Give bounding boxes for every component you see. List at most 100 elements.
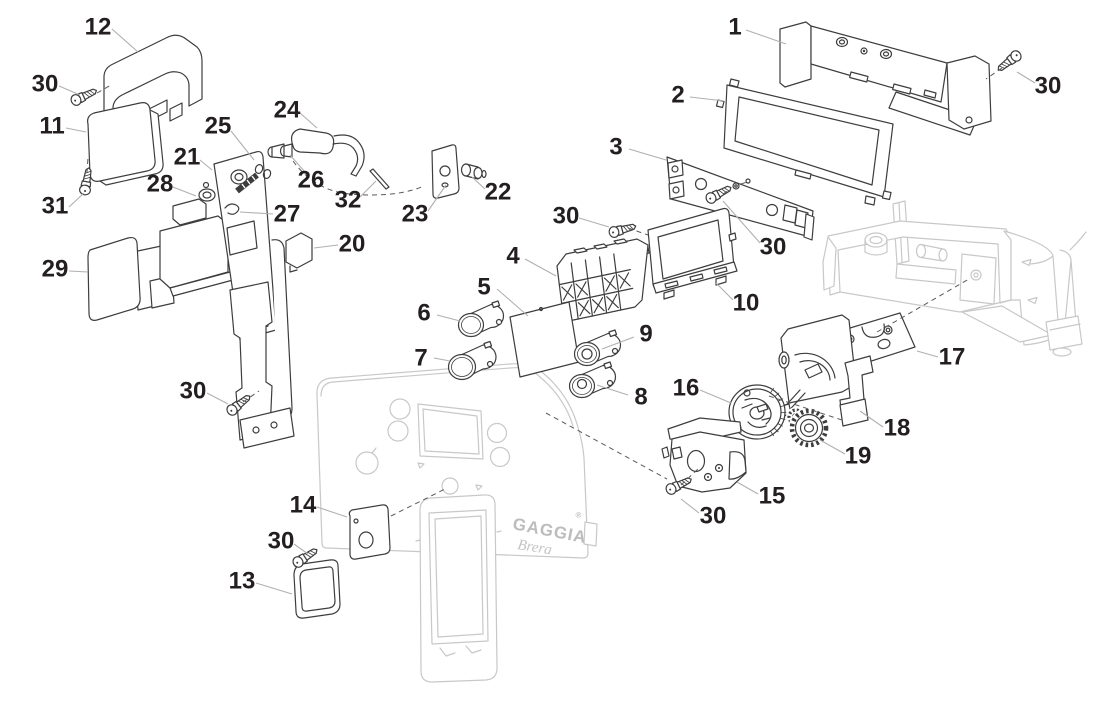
faceplate-display-window [417, 403, 484, 460]
part-number-label: 31 [42, 193, 69, 220]
leader-line [680, 498, 700, 514]
part-number-label: 13 [229, 568, 256, 595]
part-number-label: 10 [733, 290, 760, 317]
part-number-label: 17 [939, 344, 966, 371]
part-22-fitting [460, 163, 487, 180]
part-19-gear [786, 407, 830, 449]
leader-line [68, 270, 89, 273]
part-14-button-base [348, 504, 391, 560]
part-number-label: 21 [174, 144, 201, 171]
leader-line [239, 211, 274, 215]
part-10-display-holder [642, 207, 738, 300]
part-number-label: 16 [673, 375, 700, 402]
leader-line [916, 350, 939, 358]
part-number-label: 30 [553, 203, 580, 230]
part-4-connector-block [557, 239, 648, 322]
brand-registered-mark: ® [575, 510, 583, 520]
leader-line [471, 176, 486, 190]
leader-line [289, 154, 306, 173]
leader-line [596, 384, 629, 396]
part-32-tube [369, 168, 390, 190]
part-2-bezel-frame [715, 78, 894, 206]
part-number-label: 30 [760, 234, 787, 261]
leader-line [496, 288, 529, 317]
part-number-label: 1 [728, 14, 741, 41]
faceplate-button-hole [389, 398, 411, 420]
part-23-plate [431, 144, 460, 199]
leader-line [230, 130, 255, 161]
part-number-label: 30 [180, 378, 207, 405]
part-13-button-cap [293, 559, 341, 619]
part-number-label: 29 [42, 256, 69, 283]
part-28-valve-block [159, 188, 234, 297]
leader-line [628, 148, 667, 161]
part-number-label: 30 [700, 503, 727, 530]
part-5-display [509, 301, 580, 378]
leader-line [65, 127, 87, 133]
leader-line [524, 258, 557, 277]
screws [68, 48, 1024, 570]
part-number-label: 24 [274, 97, 301, 124]
leader-line [722, 200, 761, 244]
leader-line [859, 410, 884, 428]
leader-line [1016, 71, 1036, 84]
part-6-button [457, 300, 505, 338]
leader-line [359, 180, 377, 198]
part-number-label: 27 [274, 201, 301, 228]
part-20-bracket [285, 232, 313, 273]
leader-line [578, 217, 610, 228]
leader-line [699, 389, 732, 404]
leader-line [255, 582, 293, 595]
part-number-label: 7 [414, 345, 427, 372]
part-number-label: 23 [402, 201, 429, 228]
brand-model-text: Brera [516, 537, 553, 558]
part-15-support-bracket [661, 417, 747, 493]
part-24-hose [267, 128, 365, 177]
faceplate-knob-hole [355, 451, 379, 475]
leader-line [206, 392, 229, 405]
leader-line [68, 192, 85, 208]
part-3-control-board [666, 156, 815, 241]
screw-30-frame [607, 220, 638, 240]
part-number-label: 12 [85, 14, 112, 41]
leader-line [715, 282, 734, 301]
assembly-dashed-lines [86, 67, 1003, 517]
screw-30-top-left [68, 84, 100, 108]
leader-line [299, 112, 318, 129]
leader-line [313, 244, 339, 249]
leader-line [58, 85, 81, 96]
part-number-label: 26 [298, 167, 325, 194]
part-number-label: 30 [268, 528, 295, 555]
leader-line [601, 336, 635, 350]
part-number-label: 9 [639, 321, 652, 348]
leader-line [316, 506, 348, 518]
leader-line [736, 481, 759, 495]
leader-line [427, 184, 447, 212]
part-number-label: 30 [1035, 73, 1062, 100]
part-number-label: 28 [147, 171, 174, 198]
leader-line [172, 186, 197, 197]
leader-line [689, 96, 725, 102]
part-number-label: 32 [335, 187, 362, 214]
leader-line [199, 159, 213, 171]
part-11-cover-plate [87, 102, 164, 186]
leader-line [745, 29, 787, 45]
part-9-button [573, 329, 622, 367]
part-number-label: 30 [32, 71, 59, 98]
dispenser-chute-ghost [415, 494, 502, 683]
part-1-top-bracket [779, 21, 992, 136]
part-number-label: 5 [477, 274, 490, 301]
part-8-button [568, 361, 617, 399]
part-number-label: 11 [39, 113, 64, 140]
part-number-label: 4 [506, 243, 520, 270]
part-number-label: 20 [339, 231, 366, 258]
chassis-ghost [822, 200, 1087, 357]
part-number-label: 15 [759, 483, 786, 510]
part-number-label: 8 [634, 384, 647, 411]
part-number-label: 14 [290, 492, 317, 519]
part-number-label: 2 [671, 82, 684, 109]
part-number-label: 18 [884, 415, 911, 442]
part-7-button [447, 340, 497, 381]
